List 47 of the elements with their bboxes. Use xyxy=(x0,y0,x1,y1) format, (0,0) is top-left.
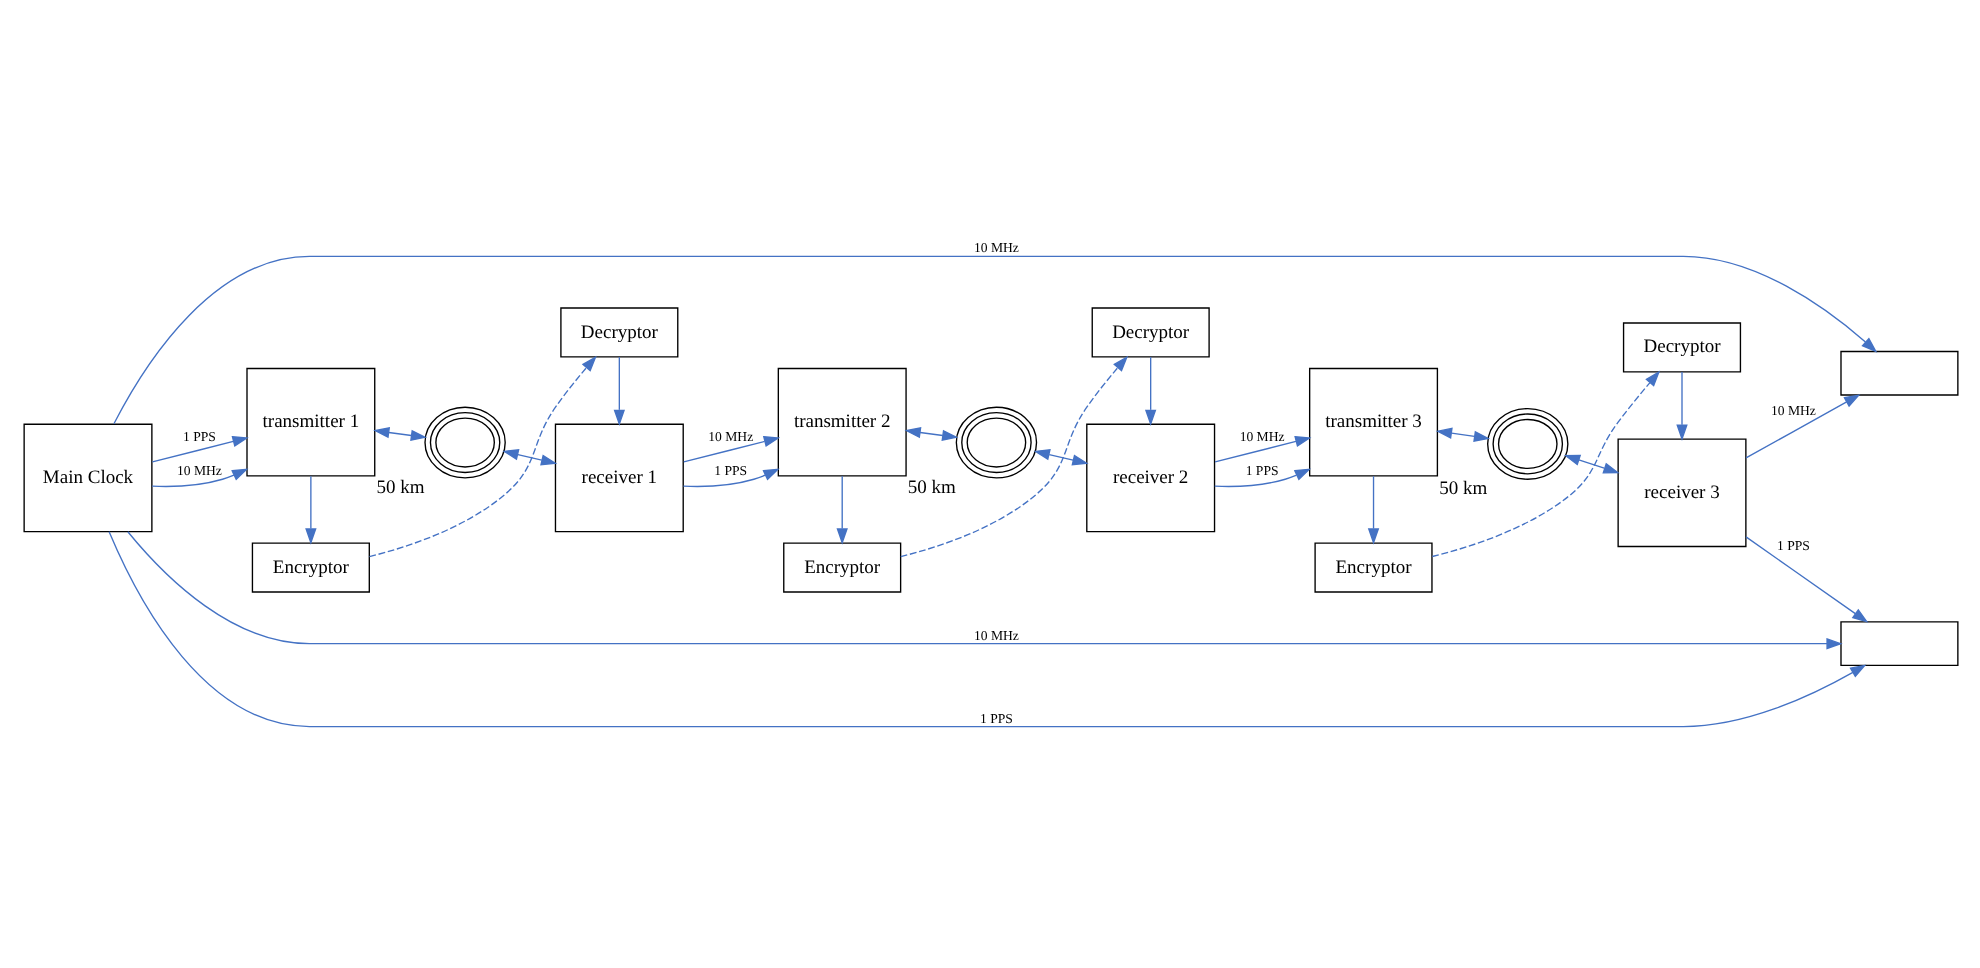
arrow xyxy=(1430,370,1660,558)
arrow xyxy=(1562,454,1619,474)
arrow xyxy=(150,468,248,488)
arrow xyxy=(372,426,427,442)
node-box: receiver 3 xyxy=(1616,438,1746,548)
node-box: receiver 1 xyxy=(553,423,683,533)
node-coil xyxy=(423,406,505,479)
arrow xyxy=(501,449,557,466)
node-box: transmitter 2 xyxy=(776,367,906,477)
node-box xyxy=(1839,350,1958,396)
arrow xyxy=(1744,536,1868,623)
arrow xyxy=(112,255,1877,425)
node-label: 50 km xyxy=(906,479,955,500)
arrow xyxy=(367,355,596,558)
arrow xyxy=(612,356,625,426)
node-coil xyxy=(954,406,1037,479)
node-box: receiver 2 xyxy=(1085,423,1215,533)
arrow xyxy=(126,531,1842,650)
node-box: transmitter 3 xyxy=(1308,367,1438,477)
node-label: 50 km xyxy=(1438,480,1487,501)
node-box: Decryptor xyxy=(1090,307,1209,358)
arrow xyxy=(1366,475,1379,545)
arrow xyxy=(1744,394,1860,459)
arrow xyxy=(1434,427,1490,443)
node-box: Encryptor xyxy=(1313,542,1432,593)
arrow xyxy=(1213,436,1311,463)
node-label: 50 km xyxy=(375,479,424,500)
arrow xyxy=(1143,356,1156,426)
arrow xyxy=(1213,468,1311,488)
node-coil xyxy=(1486,407,1568,480)
arrow xyxy=(681,468,779,488)
arrow xyxy=(150,436,248,463)
node-box: Decryptor xyxy=(559,307,678,358)
node-box: Main Clock xyxy=(22,423,152,533)
arrow xyxy=(682,436,780,463)
arrow xyxy=(835,475,847,545)
arrow xyxy=(903,426,958,442)
arrow xyxy=(899,355,1128,558)
node-box: Decryptor xyxy=(1621,322,1741,373)
node-box: Encryptor xyxy=(250,542,369,593)
arrow xyxy=(1032,449,1088,466)
node-box: Encryptor xyxy=(782,542,901,593)
node-box xyxy=(1839,621,1958,667)
arrow xyxy=(1675,371,1687,441)
arrow xyxy=(107,531,1866,728)
node-box: transmitter 1 xyxy=(245,367,375,477)
arrow xyxy=(304,475,316,545)
